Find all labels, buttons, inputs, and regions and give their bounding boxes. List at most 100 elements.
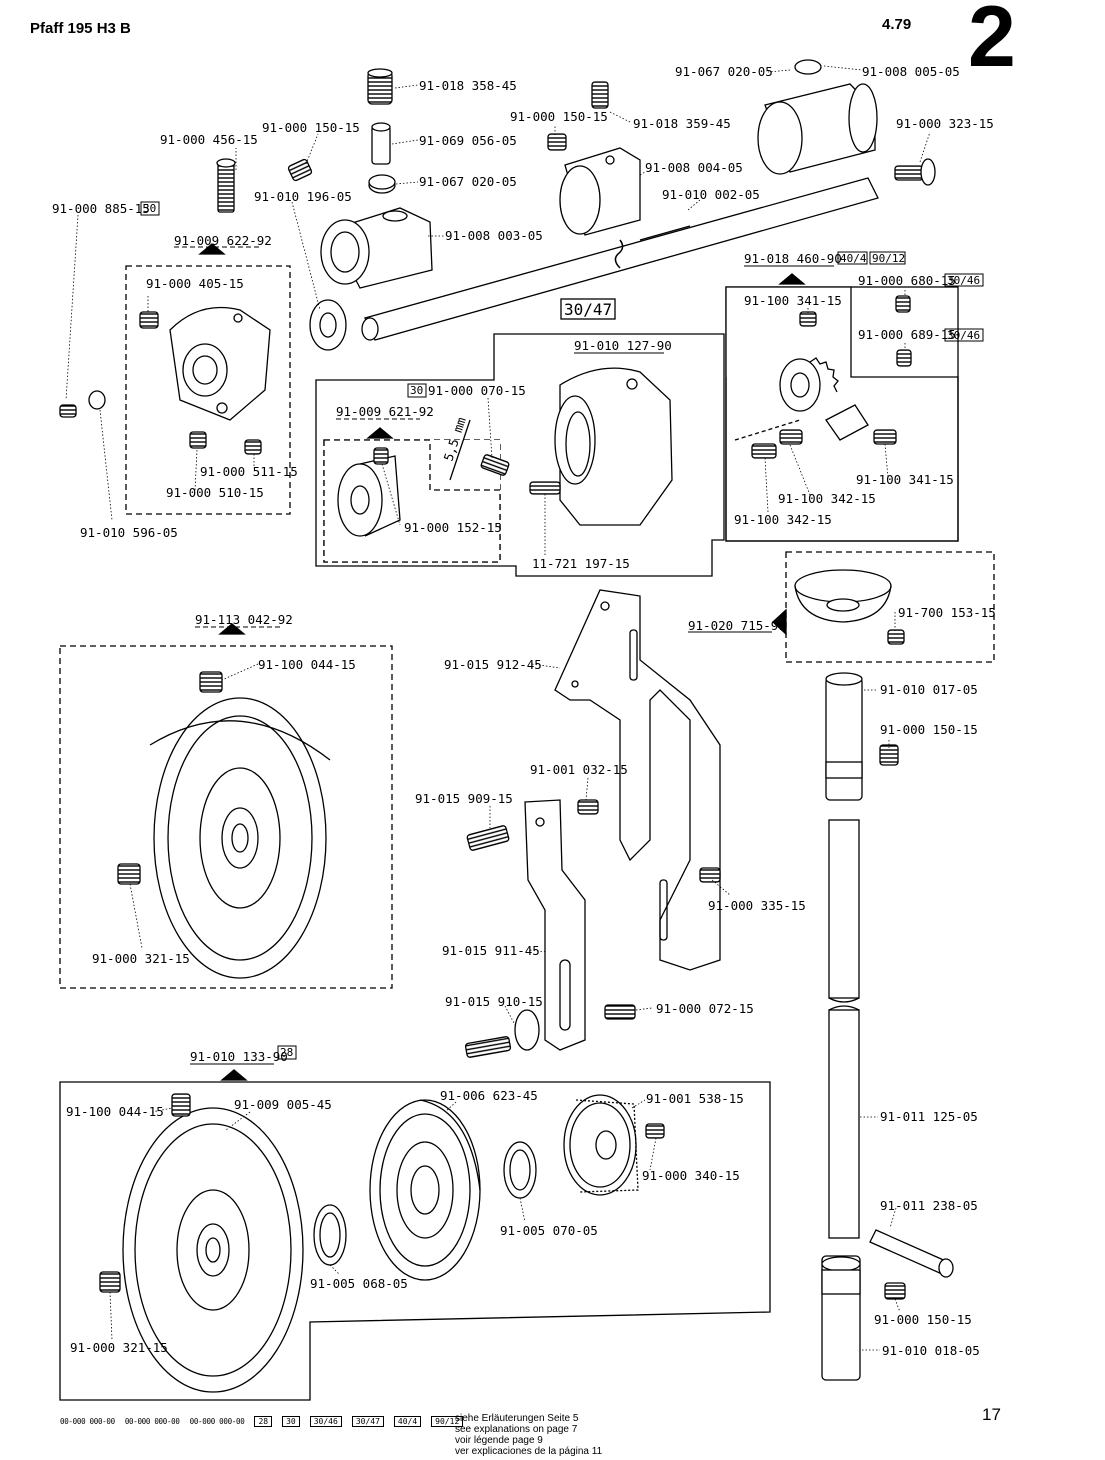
assembly-number: 91-113 042-92 xyxy=(195,612,293,627)
section-number: 2 xyxy=(968,0,1016,85)
part-label: 91-010 017-05 xyxy=(880,682,978,697)
bracket-912 xyxy=(554,589,721,971)
tag-30-46: 30/46 xyxy=(947,329,980,342)
legend-tag: 40/4 xyxy=(393,1416,422,1427)
bracket-911 xyxy=(524,799,586,1051)
cam-bushing xyxy=(559,147,641,236)
felt-plug xyxy=(368,174,396,194)
part-label: 91-100 342-15 xyxy=(734,512,832,527)
part-label: 91-010 596-05 xyxy=(80,525,178,540)
needle-bar-housing xyxy=(529,367,673,526)
legend-code: 00-000 000-00 xyxy=(60,1417,115,1426)
part-label: 91-018 359-45 xyxy=(633,116,731,131)
part-label: 91-100 341-15 xyxy=(856,472,954,487)
tag-30-46: 30/46 xyxy=(947,274,980,287)
part-label: 91-006 623-45 xyxy=(440,1088,538,1103)
part-label: 91-067 020-05 xyxy=(675,64,773,79)
part-label: 91-011 238-05 xyxy=(880,1198,978,1213)
legend-tag: 28 xyxy=(254,1416,273,1427)
part-label: 91-000 321-15 xyxy=(92,951,190,966)
legend-tag: 30/47 xyxy=(351,1416,384,1427)
part-label: 91-015 909-15 xyxy=(415,791,513,806)
tag-40-4: 40/4 xyxy=(840,252,867,265)
legend-code: 00-000 000-00 xyxy=(189,1417,245,1426)
explanation-fr: voir légende page 9 xyxy=(455,1435,543,1446)
set-screw-b xyxy=(547,81,609,151)
screws-center xyxy=(464,799,721,1058)
box-30-47: 30/47 xyxy=(564,300,612,319)
part-label: 91-009 005-45 xyxy=(234,1097,332,1112)
part-label: 91-015 911-45 xyxy=(442,943,540,958)
cup-715 xyxy=(794,569,905,645)
snap-ring-068 xyxy=(313,1204,347,1266)
part-label: 91-100 341-15 xyxy=(744,293,842,308)
part-label: 11-721 197-15 xyxy=(532,556,630,571)
part-label: 91-000 150-15 xyxy=(510,109,608,124)
snap-ring-070 xyxy=(503,1141,537,1199)
part-label: 91-010 002-05 xyxy=(662,187,760,202)
gear-assembly xyxy=(734,311,897,459)
screw-323 xyxy=(894,158,936,186)
legend-tag: 90/12 xyxy=(431,1416,464,1427)
assembly-number: 91-020 715-91 xyxy=(688,618,786,633)
pulley-623 xyxy=(369,1099,481,1281)
part-label: 91-000 456-15 xyxy=(160,132,258,147)
part-label: 91-015 912-45 xyxy=(444,657,542,672)
tag-30: 30 xyxy=(410,384,423,397)
screws-left xyxy=(59,390,106,418)
tag-30: 30 xyxy=(143,202,156,215)
legend-code: 00-000 000-00 xyxy=(124,1417,180,1426)
part-label: 91-000 150-15 xyxy=(262,120,360,135)
assembly-number: 91-009 621-92 xyxy=(336,404,434,419)
collar-621 xyxy=(337,447,401,537)
part-label: 91-100 044-15 xyxy=(66,1104,164,1119)
part-label: 91-100 342-15 xyxy=(778,491,876,506)
part-label: 91-010 018-05 xyxy=(882,1343,980,1358)
part-label: 91-000 510-15 xyxy=(166,485,264,500)
part-label: 91-100 044-15 xyxy=(258,657,356,672)
part-label: 91-000 405-15 xyxy=(146,276,244,291)
part-label: 91-010 196-05 xyxy=(254,189,352,204)
vertical-shaft xyxy=(821,672,906,1381)
part-label: 91-000 680-15 xyxy=(858,273,956,288)
page-number: 17 xyxy=(982,1405,1001,1424)
part-label: 91-000 072-15 xyxy=(656,1001,754,1016)
screw-070 xyxy=(449,419,510,481)
tag-28: 28 xyxy=(280,1046,293,1059)
collar-big xyxy=(757,83,878,175)
part-label: 91-069 056-05 xyxy=(419,133,517,148)
assembly-box-30-47 xyxy=(315,333,725,577)
set-screw-a xyxy=(287,158,313,182)
explanation-en: see explanations on page 7 xyxy=(455,1424,578,1435)
explanation-es: ver explicaciones de la página 11 xyxy=(455,1446,603,1457)
screw-456 xyxy=(216,158,236,213)
felt-plug-right xyxy=(794,59,822,75)
part-label: 91-000 152-15 xyxy=(404,520,502,535)
part-label: 91-000 335-15 xyxy=(708,898,806,913)
screws-680-689 xyxy=(895,295,912,367)
part-label: 91-000 689-15 xyxy=(858,327,956,342)
part-label: 91-000 150-15 xyxy=(874,1312,972,1327)
legend-codes: 00-000 000-00 00-000 000-00 00-000 000-0… xyxy=(60,1416,464,1427)
part-label: 91-008 005-05 xyxy=(862,64,960,79)
pin-top xyxy=(371,122,391,165)
legend-tag: 30/46 xyxy=(309,1416,342,1427)
part-label: 91-001 538-15 xyxy=(646,1091,744,1106)
assembly-box-133 xyxy=(59,1081,771,1401)
document-date: 4.79 xyxy=(882,16,912,33)
part-label: 91-000 511-15 xyxy=(200,464,298,479)
knurled-nut-538 xyxy=(563,1094,665,1196)
pin-238 xyxy=(869,1229,954,1278)
document-title: Pfaff 195 H3 B xyxy=(30,20,131,37)
part-label: 91-000 150-15 xyxy=(880,722,978,737)
explanation-de: siehe Erläuterungen Seite 5 xyxy=(455,1413,579,1424)
part-label: 91-005 068-05 xyxy=(310,1276,408,1291)
handwheel-042 xyxy=(117,671,331,979)
crank-bushing xyxy=(320,207,433,289)
assembly-number: 91-009 622-92 xyxy=(174,233,272,248)
part-label: 91-008 004-05 xyxy=(645,160,743,175)
assembly-number: 91-010 127-90 xyxy=(574,338,672,353)
crank-622 xyxy=(139,306,271,455)
part-label: 91-008 003-05 xyxy=(445,228,543,243)
